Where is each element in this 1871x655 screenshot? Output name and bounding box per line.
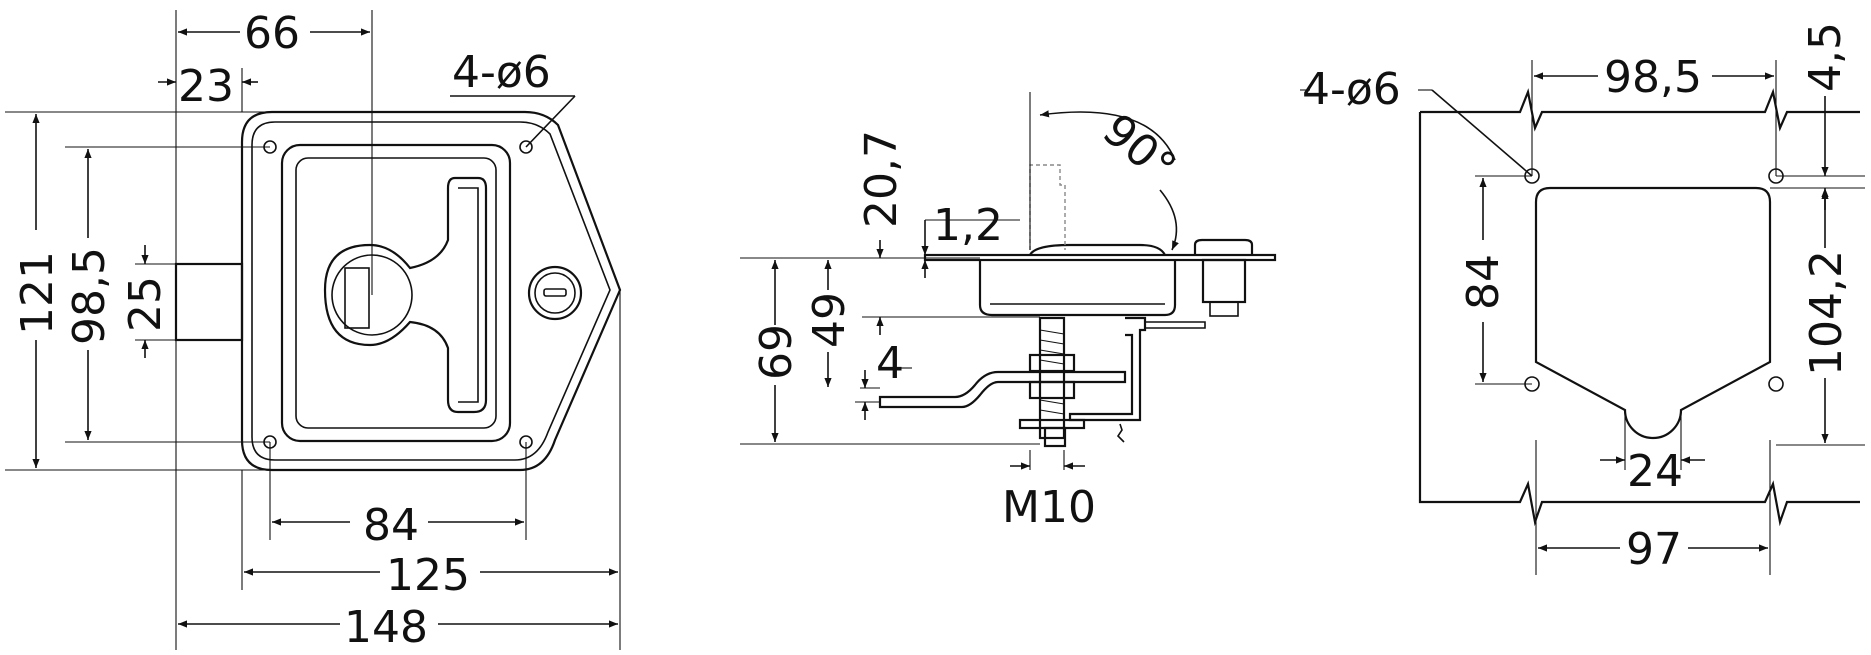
lock-cylinder-inner [534, 272, 576, 314]
cutout-dim-98-5: 98,5 [1604, 52, 1702, 103]
lock-cylinder [527, 265, 583, 321]
front-recess-outer [280, 143, 512, 443]
front-dim-121: 121 [12, 251, 63, 335]
cutout-dim-104-2: 104,2 [1801, 250, 1852, 376]
side-dim-1-2: 1,2 [933, 200, 1003, 251]
front-view: 66 23 4-ø6 121 98,5 25 84 125 148 [5, 8, 622, 653]
side-washer [1018, 418, 1086, 430]
panel-cutout [1534, 186, 1772, 440]
side-stud [1038, 316, 1066, 440]
key-slot [543, 288, 567, 297]
front-dim-125: 125 [386, 550, 470, 601]
cutout-hole-br [1768, 376, 1784, 392]
side-dim-20-7: 20,7 [856, 130, 907, 228]
t-handle [323, 176, 488, 414]
side-handle-top [1029, 243, 1166, 256]
front-plate-step [251, 121, 611, 461]
side-cam [878, 370, 1127, 409]
front-dim-98-5: 98,5 [64, 247, 115, 345]
side-dim-4: 4 [876, 338, 904, 389]
cutout-hole-note: 4-ø6 [1302, 64, 1401, 115]
cutout-dim-84: 84 [1458, 254, 1509, 310]
latch-bolt [174, 262, 244, 342]
side-handle-rotated [1029, 164, 1066, 250]
side-bracket [1068, 316, 1147, 422]
front-dim-84: 84 [363, 500, 419, 551]
handle-slot [344, 267, 370, 329]
mount-hole-tr [519, 140, 533, 154]
side-nut-top [1028, 353, 1076, 373]
side-thread-m10: M10 [1002, 482, 1096, 533]
front-recess-inner [295, 157, 497, 429]
cutout-dim-4-5: 4,5 [1800, 22, 1851, 92]
front-dim-66: 66 [244, 8, 300, 59]
cutout-view: 4-ø6 98,5 4,5 84 104,2 24 97 [1300, 22, 1865, 575]
side-view: 90° 20,7 1,2 69 49 4 M10 [740, 92, 1277, 533]
front-plate-outline [240, 110, 622, 472]
side-lock [1193, 238, 1254, 255]
front-dim-25: 25 [120, 276, 171, 332]
side-dim-49: 49 [804, 292, 855, 348]
side-dim-69: 69 [751, 324, 802, 380]
cutout-dim-24: 24 [1627, 446, 1683, 497]
panel-outline [1418, 88, 1860, 527]
front-hole-note: 4-ø6 [452, 47, 551, 98]
front-dim-148: 148 [344, 602, 428, 653]
front-dim-23: 23 [178, 61, 234, 112]
side-pan [978, 260, 1177, 317]
cutout-dim-97: 97 [1626, 524, 1682, 575]
side-nut-mid [1028, 380, 1076, 400]
t-handle-inner [458, 187, 479, 403]
side-angle-90: 90° [1093, 104, 1186, 193]
